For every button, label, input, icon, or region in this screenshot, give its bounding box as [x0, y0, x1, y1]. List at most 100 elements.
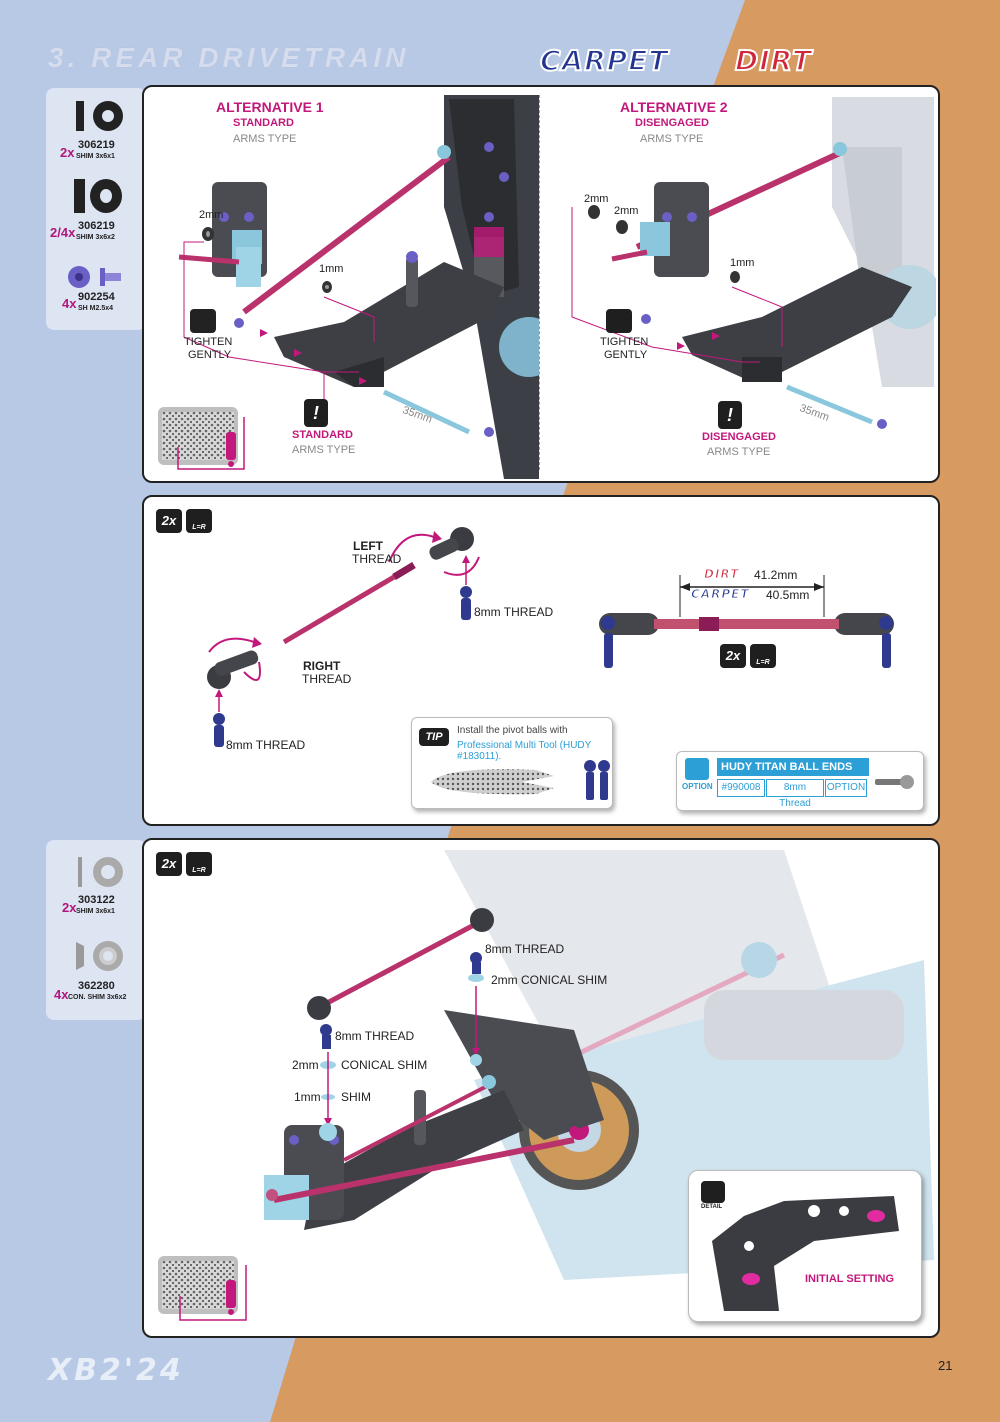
- shim-icon: [78, 857, 123, 887]
- multiplier-badge: 2x: [156, 852, 182, 876]
- model-logo: XB2'24: [48, 1353, 184, 1388]
- warning-icon: !: [304, 399, 328, 427]
- multiplier-badge: 2x: [720, 644, 746, 668]
- alt1-warn-2: ARMS TYPE: [292, 444, 356, 456]
- option-title: HUDY TITAN BALL ENDS: [717, 758, 869, 776]
- carpet-badge: CARPET: [539, 43, 669, 78]
- option-label: OPTION: [682, 782, 713, 791]
- tighten-gently-icon: [190, 309, 216, 333]
- alt1-sub1: STANDARD: [233, 117, 294, 129]
- tip-box: TIP Install the pivot balls with Profess…: [411, 717, 613, 809]
- page-number: 21: [938, 1358, 953, 1373]
- alt2-shim-2mm-b-label: 2mm: [614, 205, 639, 217]
- lower-shim-size: 2mm: [292, 1058, 319, 1072]
- small-shim-size: 1mm: [294, 1090, 321, 1104]
- right-thread-label-2: THREAD: [302, 672, 352, 686]
- alt2-sub1: DISENGAGED: [635, 117, 709, 129]
- alt2-title: ALTERNATIVE 2: [620, 99, 728, 115]
- alt2-tighten-1: TIGHTEN: [600, 336, 649, 348]
- alt1-sub2: ARMS TYPE: [233, 133, 297, 145]
- multi-tool-icon: [431, 769, 554, 795]
- step2-panel: 2x L=R: [142, 495, 940, 826]
- upper-thread-label: 8mm THREAD: [485, 942, 565, 956]
- right-thread-label-1: RIGHT: [303, 659, 341, 673]
- top-ball-thread-label: 8mm THREAD: [474, 605, 554, 619]
- multiplier-badge: 2x: [156, 509, 182, 533]
- lower-shim-label: CONICAL SHIM: [341, 1058, 428, 1072]
- option-box: OPTION HUDY TITAN BALL ENDS #990008 8mm …: [676, 751, 924, 811]
- thumbs-up-icon: [685, 758, 709, 780]
- shim-icon: [76, 101, 123, 131]
- part-number: 306219: [78, 220, 115, 232]
- part-number: 306219: [78, 139, 115, 151]
- screw-icon: [68, 266, 121, 288]
- titan-ball-end-icon: [875, 775, 914, 789]
- detail-label: DETAIL: [701, 1204, 723, 1210]
- alt2-tighten-2: GENTLY: [604, 349, 648, 361]
- part-description: SH M2.5x4: [78, 305, 114, 312]
- part-description: SHIM 3x6x1: [76, 153, 115, 160]
- option-option: OPTION: [825, 779, 867, 797]
- part-description: SHIM 3x6x2: [76, 234, 115, 241]
- tighten-gently-icon: [606, 309, 632, 333]
- upper-shim-label: CONICAL SHIM: [521, 973, 608, 987]
- conical-shim-icon: [76, 941, 123, 971]
- alt1-warn-1: STANDARD: [292, 429, 353, 441]
- option-part-number: #990008: [717, 779, 765, 797]
- small-shim-label: SHIM: [341, 1090, 371, 1104]
- dirt-length: 41.2mm: [754, 568, 798, 582]
- alt1-title: ALTERNATIVE 1: [216, 99, 324, 115]
- tip-label: TIP: [419, 728, 449, 746]
- detail-box: DETAIL INITIAL SETTING: [688, 1170, 922, 1322]
- alt2-shim-2mm-a-label: 2mm: [584, 193, 609, 205]
- left-thread-label-1: LEFT: [353, 539, 383, 553]
- left-right-same-icon: L=R: [186, 852, 212, 876]
- left-right-same-icon: L=R: [750, 644, 776, 668]
- tip-text-line2: Professional Multi Tool (HUDY #183011).: [457, 740, 592, 762]
- part-qty: 4x: [54, 987, 69, 1002]
- alt1-assembly-illustration: [158, 95, 539, 479]
- part-number: 902254: [78, 291, 115, 303]
- section-title: 3. REAR DRIVETRAIN: [48, 42, 410, 73]
- carpet-length: 40.5mm: [766, 588, 810, 602]
- bottom-ball-thread-label: 8mm THREAD: [226, 738, 306, 752]
- part-qty: 2x: [60, 145, 75, 160]
- rear-assembly-illustration: [158, 850, 934, 1321]
- left-right-same-icon: L=R: [186, 509, 212, 533]
- warning-icon: !: [718, 401, 742, 429]
- alternatives-divider: [539, 95, 540, 470]
- part-qty: 4x: [62, 296, 77, 311]
- alt2-warn-1: DISENGAGED: [702, 431, 776, 443]
- step1-parts-sidebar: 2x 306219 SHIM 3x6x1 2/4x 306219 SHIM 3x…: [46, 88, 146, 330]
- pivot-ball-icon: [584, 760, 610, 800]
- step3-parts-sidebar: 2x 303122 SHIM 3x6x1 4x 362280 CON. SHIM…: [46, 840, 146, 1020]
- alt1-tighten-1: TIGHTEN: [184, 336, 233, 348]
- part-qty: 2/4x: [50, 225, 76, 240]
- alt2-shim-1mm-label: 1mm: [730, 257, 755, 269]
- part-number: 303122: [78, 894, 115, 906]
- turnbuckle-assembly-illustration: [207, 527, 894, 747]
- detail-magnifier-icon: [701, 1181, 725, 1203]
- alt1-shim-2mm-label: 2mm: [199, 209, 224, 221]
- alt1-shim-1mm-label: 1mm: [319, 263, 344, 275]
- dirt-length-badge: DIRT: [703, 567, 740, 582]
- camber-mount-detail-illustration: [712, 1196, 899, 1311]
- alt2-warn-2: ARMS TYPE: [707, 446, 771, 458]
- shim-icon: [74, 179, 122, 213]
- part-description: CON. SHIM 3x6x2: [68, 994, 127, 1001]
- tip-text-line1: Install the pivot balls with: [457, 725, 568, 736]
- step1-panel: ALTERNATIVE 1 STANDARD ARMS TYPE 2mm 1mm…: [142, 85, 940, 483]
- gravel-surface-icon: [158, 407, 245, 470]
- part-qty: 2x: [62, 900, 77, 915]
- initial-setting-label: INITIAL SETTING: [805, 1273, 895, 1285]
- upper-shim-size: 2mm: [491, 973, 518, 987]
- lower-thread-label: 8mm THREAD: [335, 1029, 415, 1043]
- carpet-length-badge: CARPET: [691, 587, 750, 602]
- alt1-tighten-2: GENTLY: [188, 349, 232, 361]
- part-number: 362280: [78, 980, 115, 992]
- alt2-sub2: ARMS TYPE: [640, 133, 704, 145]
- part-description: SHIM 3x6x1: [76, 908, 115, 915]
- step3-panel: 2x L=R: [142, 838, 940, 1338]
- dirt-badge: DIRT: [734, 43, 813, 78]
- option-thread: 8mm Thread: [766, 779, 824, 809]
